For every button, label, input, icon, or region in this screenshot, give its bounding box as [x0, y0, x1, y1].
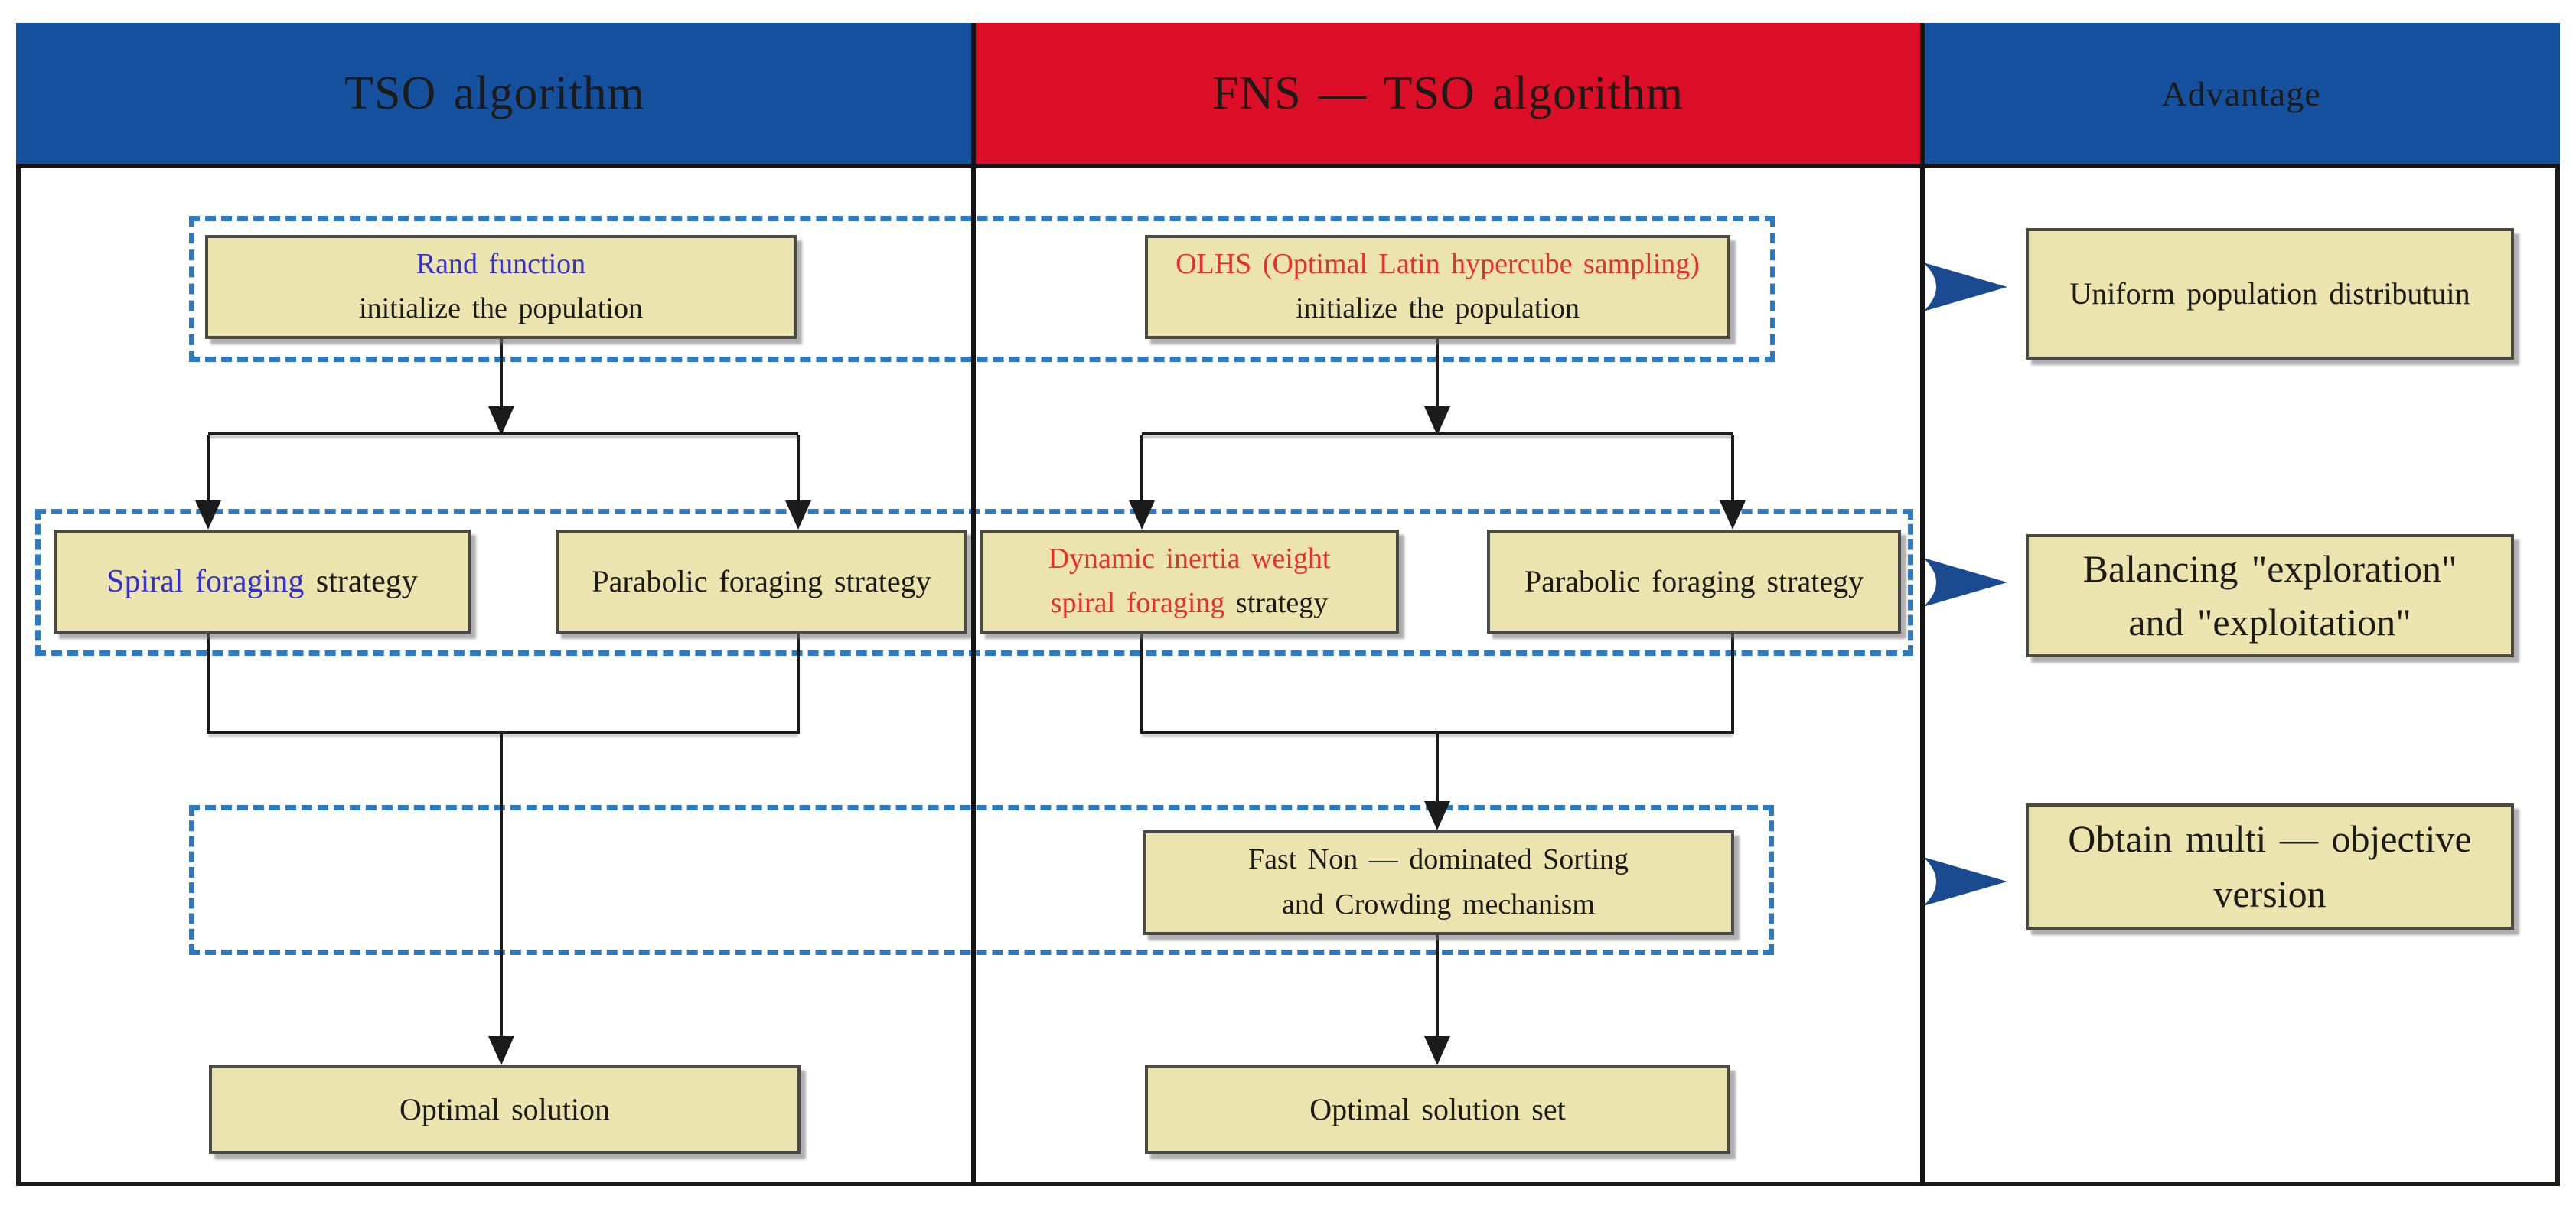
advantage1-line1: Uniform population distributuin — [2069, 276, 2470, 311]
fns-spiral-box: Dynamic inertia weight spiral foraging s… — [980, 530, 1399, 634]
advantage2-line1: Balancing "exploration" — [2082, 546, 2457, 590]
fns-merge-right-line — [1731, 634, 1734, 734]
tso-spiral-box: Spiral foraging strategy — [54, 530, 471, 634]
tso-result-arrowhead — [488, 1036, 514, 1065]
fns-branch-left-arrowhead — [1129, 500, 1155, 530]
separator-fns-advantage — [1920, 23, 1925, 1186]
fns-result-label: Optimal solution set — [1309, 1092, 1566, 1126]
fns-branch-left-line — [1140, 435, 1143, 506]
header-fns-tso-label: FNS — TSO algorithm — [1211, 67, 1684, 119]
tso-result-box: Optimal solution — [209, 1065, 801, 1154]
tso-init-line1: Rand function — [416, 248, 586, 281]
tso-result-down-line — [500, 734, 503, 1040]
fns-sorting-line2: and Crowding mechanism — [1282, 888, 1595, 921]
header-advantage-label: Advantage — [2161, 73, 2321, 113]
advantage-box-uniform-distribution: Uniform population distributuin — [2026, 228, 2514, 360]
tso-branch-left-line — [207, 435, 210, 506]
fns-merge-left-line — [1140, 634, 1143, 734]
advantage-box-balancing: Balancing "exploration" and "exploitatio… — [2026, 534, 2514, 657]
fns-sorting-box: Fast Non — dominated Sorting and Crowdin… — [1143, 830, 1734, 935]
tso-merge-right-line — [797, 634, 800, 734]
tso-result-label: Optimal solution — [399, 1092, 610, 1126]
advantage-chevron-icon — [1923, 558, 2007, 607]
header-tso-label: TSO algorithm — [344, 67, 645, 119]
tso-branch-right-line — [797, 435, 800, 506]
tso-init-line2: initialize the population — [359, 292, 643, 325]
fns-parabolic-box: Parabolic foraging strategy — [1487, 530, 1901, 634]
tso-parabolic-label: Parabolic foraging strategy — [592, 564, 931, 598]
fns-init-arrowhead — [1424, 406, 1450, 435]
fns-init-line2: initialize the population — [1296, 292, 1580, 325]
fns-spiral-line1: Dynamic inertia weight — [1048, 543, 1331, 575]
fns-branch-right-arrowhead — [1720, 500, 1746, 530]
advantage-chevron-icon — [1923, 857, 2007, 906]
tso-parabolic-box: Parabolic foraging strategy — [556, 530, 967, 634]
dashed-group-initialization — [189, 216, 1775, 362]
tso-branch-right-arrowhead — [785, 500, 811, 530]
header-fns-tso-column: FNS — TSO algorithm — [973, 23, 1922, 168]
fns-spiral-line2: spiral foraging strategy — [1050, 587, 1329, 620]
fns-init-down-line — [1436, 339, 1439, 429]
tso-merge-line — [208, 731, 798, 734]
advantage3-line1: Obtain multi — objective — [2068, 816, 2472, 860]
tso-spiral-label: Spiral foraging strategy — [106, 563, 418, 599]
fns-result-box: Optimal solution set — [1145, 1065, 1730, 1154]
advantage3-line2: version — [2213, 872, 2327, 915]
separator-tso-fns — [971, 23, 976, 1186]
advantage-chevron-icon — [1923, 262, 2007, 311]
header-advantage-column: Advantage — [1922, 23, 2560, 168]
fns-init-box: OLHS (Optimal Latin hypercube sampling) … — [1145, 235, 1730, 339]
advantage2-line2: and "exploitation" — [2128, 601, 2411, 644]
fns-sorting-arrowhead — [1424, 801, 1450, 830]
fns-result-down-line — [1436, 935, 1439, 1040]
tso-merge-left-line — [207, 634, 210, 734]
fns-merge-line — [1142, 731, 1733, 734]
fns-result-arrowhead — [1424, 1036, 1450, 1065]
advantage-box-multi-objective: Obtain multi — objective version — [2026, 803, 2514, 930]
tso-init-down-line — [500, 339, 503, 429]
tso-init-box: Rand function initialize the population — [205, 235, 797, 339]
tso-branch-left-arrowhead — [195, 500, 221, 530]
fns-sorting-line1: Fast Non — dominated Sorting — [1247, 843, 1629, 876]
fns-parabolic-label: Parabolic foraging strategy — [1524, 564, 1864, 598]
fns-sorting-down-line — [1436, 734, 1439, 807]
fns-init-line1: OLHS (Optimal Latin hypercube sampling) — [1176, 248, 1700, 281]
dashed-group-sorting — [189, 805, 1774, 955]
header-tso-column: TSO algorithm — [16, 23, 973, 168]
tso-init-arrowhead — [488, 406, 514, 435]
fns-branch-right-line — [1731, 435, 1734, 506]
